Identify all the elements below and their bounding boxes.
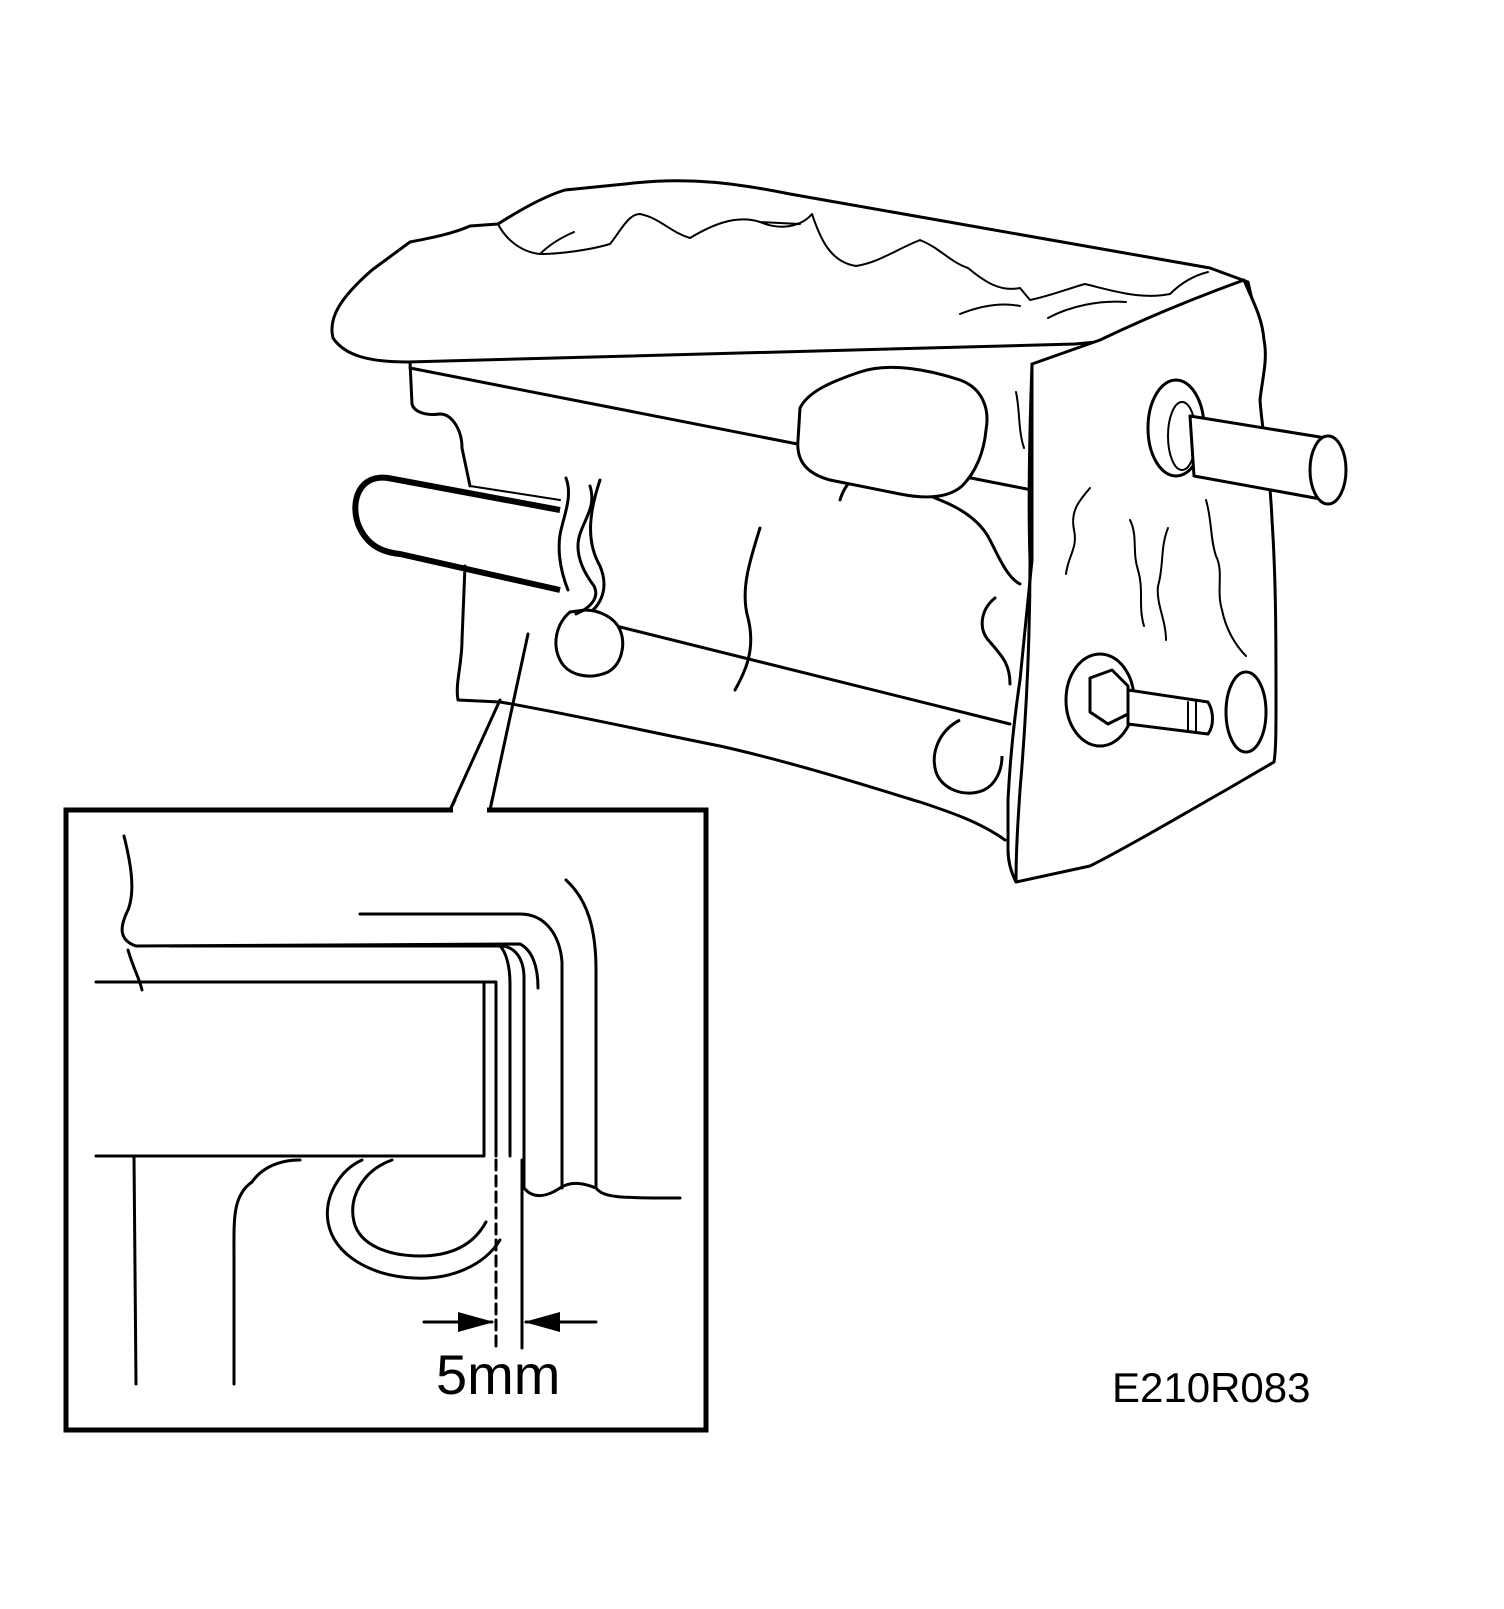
end-plate-casting-lines — [1015, 391, 1247, 657]
bolt-stud — [1126, 688, 1214, 736]
engine-block — [330, 179, 1348, 884]
inset-crankshaft — [94, 980, 486, 1158]
inset-housing-edge — [564, 878, 682, 1200]
dimension-label: 5mm — [436, 1343, 560, 1406]
deck-openings — [497, 213, 1209, 319]
inset-seal-outer — [358, 912, 564, 1190]
dimension-arrowhead-right — [524, 1312, 560, 1332]
inset-bore-rim — [232, 1158, 302, 1386]
inset-seal-mid — [498, 944, 512, 1158]
end-plate-edge — [1014, 362, 1034, 884]
inset-bore-inner — [351, 1158, 488, 1258]
shaft-end-upper — [1308, 434, 1348, 506]
inset-block-wall — [120, 834, 540, 990]
callout-leader — [448, 632, 530, 812]
inset-seal-bottom — [522, 1181, 598, 1197]
oil-seal-ring — [557, 476, 598, 616]
block-lobe-left — [554, 608, 625, 678]
block-jacket-bulges — [578, 470, 1022, 692]
dimension-arrowhead-left — [458, 1312, 494, 1332]
inset-crank-flange — [482, 980, 498, 1158]
bolt-stud-threads — [1187, 701, 1197, 733]
seal-installer-tool — [352, 474, 561, 593]
inset-wall-lower — [126, 948, 144, 992]
tool-inner-line — [469, 485, 561, 501]
detail-inset: 5mm — [63, 798, 709, 1433]
block-pad — [796, 365, 989, 499]
inset-left-wall — [132, 1154, 138, 1386]
block-lobe-right — [932, 718, 1004, 795]
figure-code: E210R083 — [1112, 1364, 1311, 1411]
inset-frame — [63, 807, 709, 1433]
block-rail-mid — [566, 612, 1012, 726]
end-plate-port — [1224, 670, 1268, 754]
block-front-face — [408, 360, 1007, 842]
callout-leader-join — [448, 798, 494, 812]
inset-bore-outer — [325, 1158, 502, 1280]
block-end-plate — [1006, 278, 1278, 884]
